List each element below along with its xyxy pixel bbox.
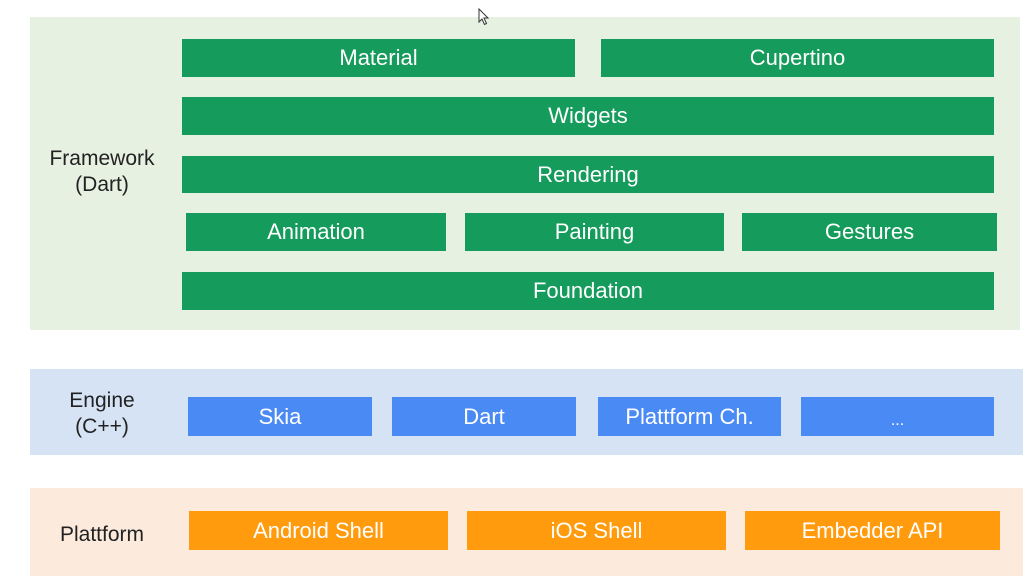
animation-block: Animation xyxy=(186,213,446,251)
foundation-block: Foundation xyxy=(182,272,994,310)
material-block: Material xyxy=(182,39,575,77)
dart-block: Dart xyxy=(392,397,576,436)
android-shell-block: Android Shell xyxy=(189,511,448,550)
mouse-pointer-icon xyxy=(478,8,490,26)
engine-layer-label: Engine (C++) xyxy=(69,389,135,438)
more-block: ... xyxy=(801,397,994,436)
platform-layer-label: Plattform xyxy=(59,523,145,546)
ios-shell-block: iOS Shell xyxy=(467,511,726,550)
painting-block: Painting xyxy=(465,213,724,251)
embedder-api-block: Embedder API xyxy=(745,511,1000,550)
widgets-block: Widgets xyxy=(182,97,994,135)
platform-channels-block: Plattform Ch. xyxy=(598,397,781,436)
skia-block: Skia xyxy=(188,397,372,436)
framework-layer-label: Framework (Dart) xyxy=(49,147,155,196)
gestures-block: Gestures xyxy=(742,213,997,251)
cupertino-block: Cupertino xyxy=(601,39,994,77)
rendering-block: Rendering xyxy=(182,156,994,193)
